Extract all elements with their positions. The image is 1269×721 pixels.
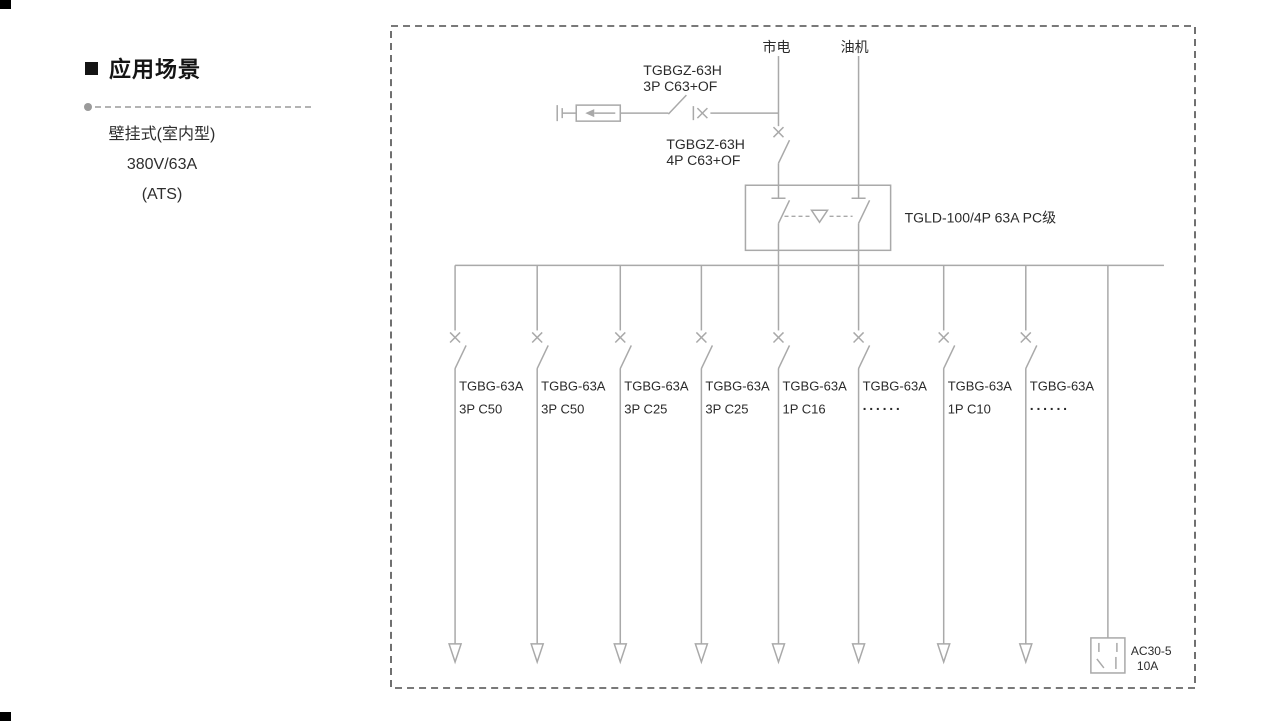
feeder-model: TGBG-63A [459, 379, 524, 394]
spd-icon [575, 104, 622, 122]
breaker-icon [852, 331, 871, 370]
spec-mount-type: 壁挂式(室内型) [108, 126, 216, 143]
feeder-spec: 3P C25 [705, 402, 748, 417]
feeder-6: TGBG-63A ······ [851, 265, 928, 663]
load-arrow-icon [851, 643, 866, 663]
spd-branch [556, 94, 779, 122]
incoming-breaker-icon [772, 126, 791, 186]
feeder-model: TGBG-63A [705, 379, 770, 394]
feeder-model: TGBG-63A [541, 379, 606, 394]
diagram-border [390, 25, 1196, 689]
feeder-model: TGBG-63A [948, 379, 1013, 394]
interlock-triangle-icon [810, 209, 829, 224]
dashed-rule [84, 103, 311, 111]
feeder-spec: 1P C16 [782, 402, 825, 417]
load-arrow-icon [771, 643, 786, 663]
feeder-2: TGBG-63A 3P C50 [530, 265, 606, 663]
spd-breaker-spec: 3P C63+OF [643, 78, 717, 94]
feeder-model: TGBG-63A [1030, 379, 1095, 394]
source-label-generator: 油机 [841, 39, 869, 55]
feeder-3: TGBG-63A 3P C25 [613, 265, 689, 663]
branch-breaker-icon [667, 94, 708, 121]
left-panel: 应用场景 壁挂式(室内型) 380V/63A (ATS) [84, 52, 325, 210]
rule-dot-icon [84, 103, 92, 111]
breaker-icon [1020, 331, 1038, 370]
socket-icon [1090, 637, 1126, 674]
incoming-breaker-model: TGBGZ-63H [666, 136, 745, 152]
feeder-7: TGBG-63A 1P C10 [936, 265, 1013, 663]
socket-model: AC30-5 [1131, 644, 1172, 658]
feeder-4: TGBG-63A 3P C25 [694, 265, 770, 663]
feeder-spec: 3P C50 [541, 402, 584, 417]
title-bullet-icon [85, 61, 98, 75]
feeder-spec: 1P C10 [948, 402, 991, 417]
load-arrow-icon [530, 643, 544, 663]
feeder-8: TGBG-63A ······ [1019, 265, 1095, 663]
corner-mark-bottom-left [0, 712, 11, 721]
feeder-5: TGBG-63A 1P C16 [771, 265, 847, 663]
spec-list: 壁挂式(室内型) 380V/63A (ATS) [85, 120, 239, 210]
section-title-text: 应用场景 [109, 57, 202, 82]
ground-icon [556, 105, 577, 122]
spec-rating: 380V/63A [126, 156, 198, 173]
single-line-diagram: 市电 油机 [390, 25, 1196, 689]
load-arrow-icon [448, 643, 462, 663]
breaker-icon [695, 331, 714, 370]
incoming-breaker-spec: 4P C63+OF [666, 152, 740, 168]
spd-breaker-model: TGBGZ-63H [643, 62, 722, 78]
breaker-icon [449, 331, 467, 370]
socket-feeder: AC30-5 10A [1090, 265, 1172, 674]
socket-rating: 10A [1137, 659, 1158, 673]
load-arrow-icon [613, 643, 628, 663]
load-arrow-icon [1019, 643, 1033, 663]
feeder-model: TGBG-63A [863, 379, 928, 394]
diagram-box: 市电 油机 [390, 25, 1196, 689]
breaker-icon [772, 331, 791, 370]
ats-box [744, 184, 892, 266]
feeder-model: TGBG-63A [782, 379, 847, 394]
section-title: 应用场景 [85, 52, 325, 84]
ats-label: TGLD-100/4P 63A PC级 [905, 209, 1056, 225]
feeder-spec: 3P C25 [624, 402, 667, 417]
spec-ats: (ATS) [141, 186, 183, 203]
load-arrow-icon [694, 643, 709, 663]
feeder-spec: ······ [863, 401, 903, 417]
feeder-spec: ······ [1030, 401, 1070, 417]
breaker-icon [614, 331, 633, 370]
corner-mark-top-left [0, 0, 11, 9]
load-arrow-icon [936, 643, 951, 663]
feeder-spec: 3P C50 [459, 402, 502, 417]
source-label-mains: 市电 [762, 39, 790, 55]
feeder-model: TGBG-63A [624, 379, 689, 394]
breaker-icon [531, 331, 549, 370]
feeder-1: TGBG-63A 3P C50 [448, 265, 524, 663]
breaker-icon [937, 331, 956, 370]
